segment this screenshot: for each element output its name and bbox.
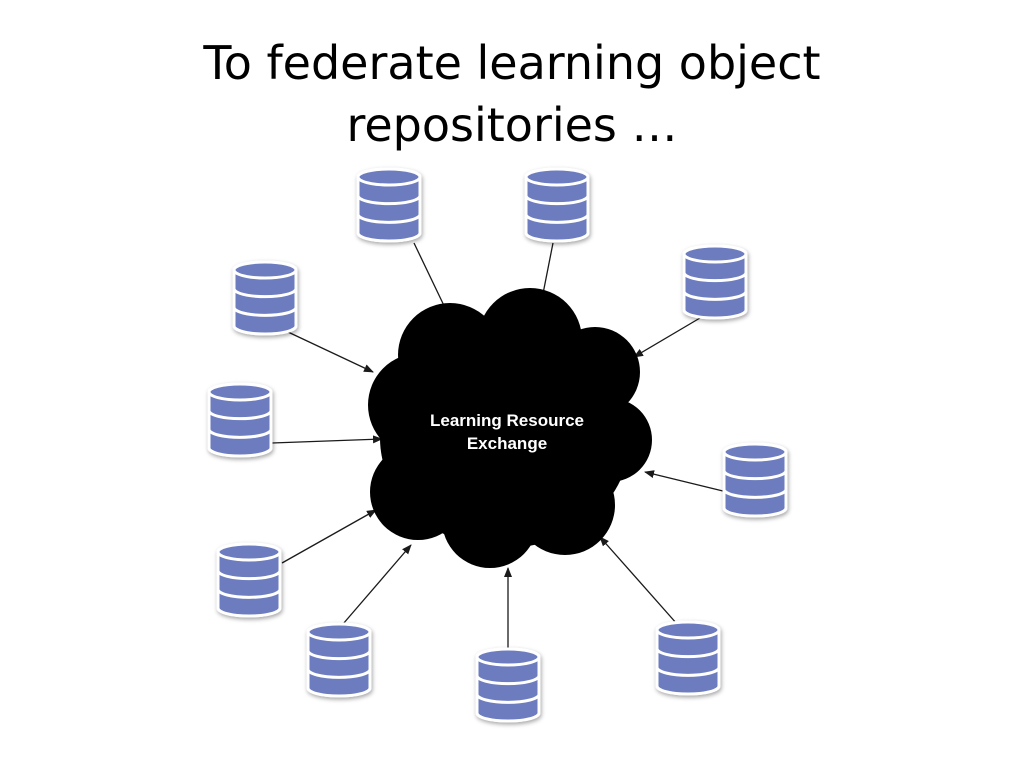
database-icon [655, 620, 721, 696]
hub-label-line-2: Exchange [467, 434, 547, 453]
database-icon [232, 260, 298, 336]
repository-2 [524, 167, 590, 243]
repository-7 [216, 542, 282, 618]
database-icon [682, 244, 748, 320]
repository-3 [682, 244, 748, 320]
learning-resource-exchange-cloud: Learning Resource Exchange [368, 288, 652, 568]
arrow-6 [644, 470, 728, 493]
slide-title: To federate learning object repositories… [0, 32, 1024, 156]
repositories [207, 167, 788, 723]
arrow-5 [271, 435, 383, 444]
repository-9 [475, 647, 541, 723]
database-icon [475, 647, 541, 723]
database-icon [306, 622, 372, 698]
title-line-1: To federate learning object [203, 36, 821, 90]
connection-arrows [271, 242, 728, 648]
database-icon [207, 382, 273, 458]
arrow-7 [281, 509, 377, 564]
arrow-8 [342, 544, 412, 625]
repository-6 [722, 442, 788, 518]
arrow-10 [599, 536, 686, 634]
repository-10 [655, 620, 721, 696]
repository-4 [232, 260, 298, 336]
repository-8 [306, 622, 372, 698]
database-icon [356, 167, 422, 243]
title-line-2: repositories … [346, 98, 678, 152]
arrow-4 [287, 331, 374, 373]
arrow-1 [413, 242, 449, 315]
hub-label-line-1: Learning Resource [430, 411, 584, 430]
database-icon [524, 167, 590, 243]
arrow-3 [633, 317, 701, 358]
database-icon [216, 542, 282, 618]
cloud-icon [368, 288, 652, 568]
repository-1 [356, 167, 422, 243]
repository-5 [207, 382, 273, 458]
database-icon [722, 442, 788, 518]
